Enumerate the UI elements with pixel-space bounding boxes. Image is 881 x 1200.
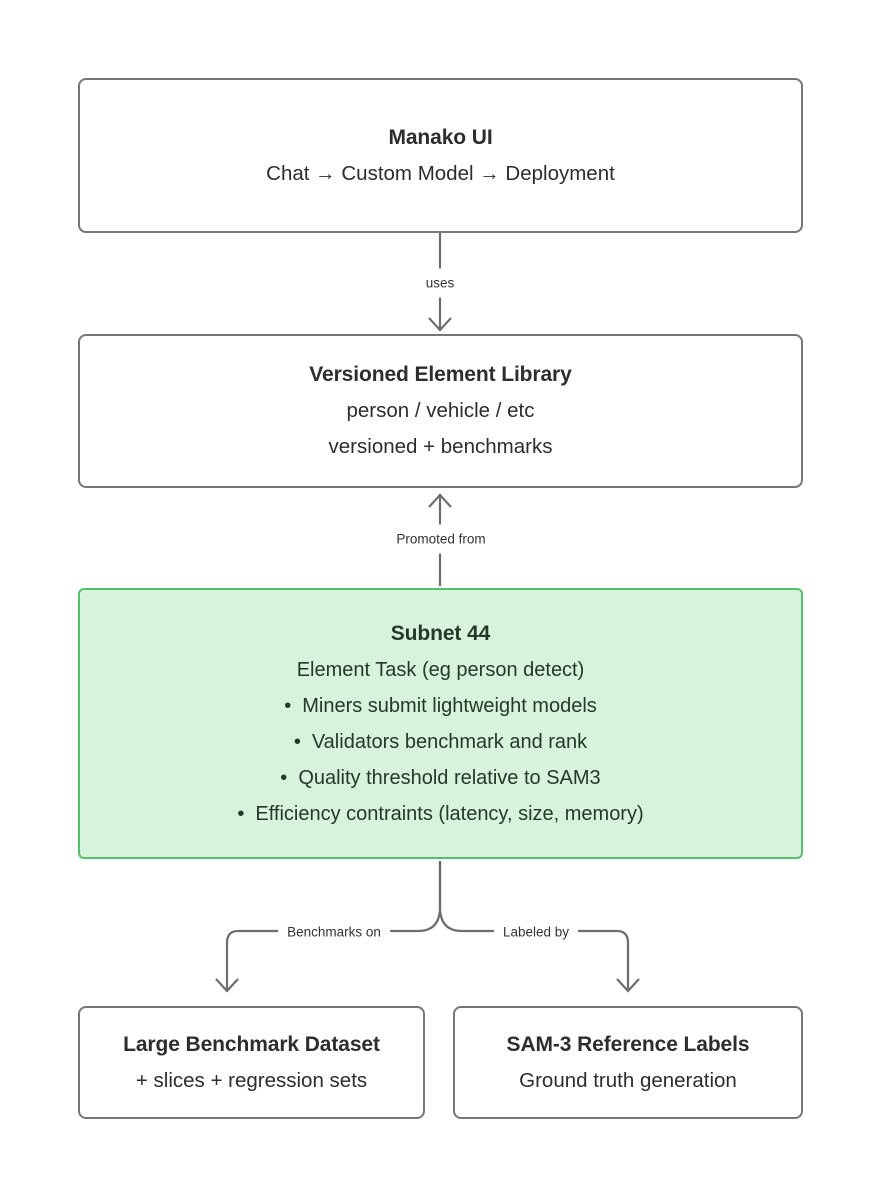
arrowhead-up-promoted-icon <box>428 493 452 508</box>
node-title: Manako UI <box>388 125 493 149</box>
edge-label-promoted-from: Promoted from <box>387 524 495 554</box>
bullet-item: Efficiency contraints (latency, size, me… <box>237 796 643 832</box>
arrowhead-down-labeled-icon <box>616 978 640 993</box>
node-line: versioned + benchmarks <box>328 435 553 458</box>
node-versioned-element-library: Versioned Element Library person / vehic… <box>78 334 803 488</box>
node-title: Subnet 44 <box>390 621 491 645</box>
bullet-item: Quality threshold relative to SAM3 <box>280 760 600 796</box>
arrowhead-down-benchmarks-icon <box>215 978 239 993</box>
edge-label-uses: uses <box>416 268 464 298</box>
edge-label-benchmarks-on: Benchmarks on <box>278 917 390 947</box>
node-subtitle: Ground truth generation <box>519 1068 737 1092</box>
node-title: Versioned Element Library <box>309 363 572 386</box>
edge-label-labeled-by: Labeled by <box>493 917 579 947</box>
node-title: SAM-3 Reference Labels <box>506 1032 750 1056</box>
node-large-benchmark-dataset: Large Benchmark Dataset + slices + regre… <box>78 1006 425 1119</box>
node-line: person / vehicle / etc <box>346 399 535 422</box>
bullet-item: Miners submit lightweight models <box>284 688 597 724</box>
node-subnet-44: Subnet 44 Element Task (eg person detect… <box>78 588 803 859</box>
node-subtitle: + slices + regression sets <box>135 1068 368 1092</box>
node-manako-ui: Manako UI Chat → Custom Model → Deployme… <box>78 78 803 233</box>
bullet-item: Validators benchmark and rank <box>294 724 587 760</box>
node-subtitle: Element Task (eg person detect) <box>296 658 585 681</box>
node-subtitle: Chat → Custom Model → Deployment <box>266 161 615 185</box>
node-title: Large Benchmark Dataset <box>123 1032 380 1056</box>
node-sam3-reference-labels: SAM-3 Reference Labels Ground truth gene… <box>453 1006 803 1119</box>
arrowhead-down-uses-icon <box>428 317 452 332</box>
